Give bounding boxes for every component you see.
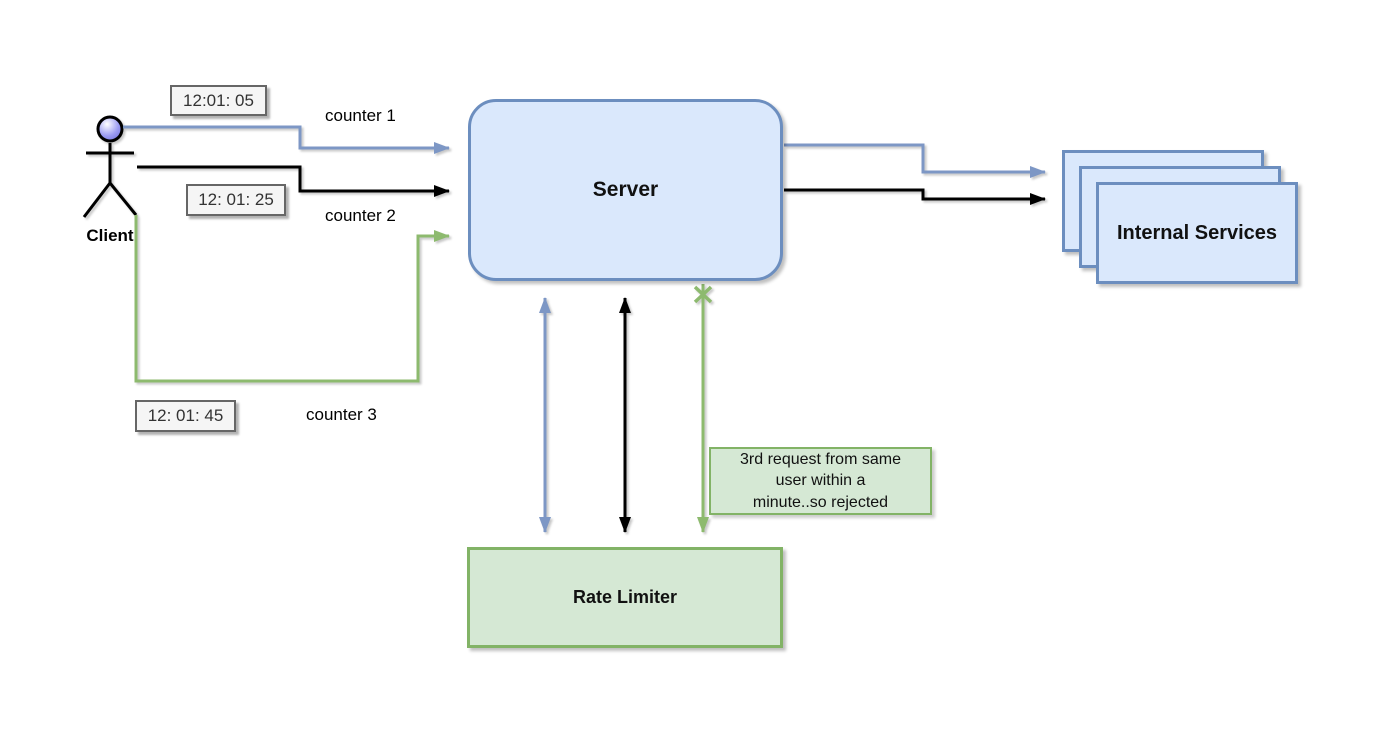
request-arrow-counter-1 <box>123 125 450 154</box>
server-node: Server <box>468 99 783 281</box>
timestamp-request-1: 12:01: 05 <box>170 85 267 116</box>
timestamp-request-3: 12: 01: 45 <box>135 400 236 432</box>
edge-label-counter-2: counter 2 <box>325 206 396 225</box>
internal-services-node: Internal Services <box>1096 182 1298 284</box>
request-arrow-counter-3 <box>134 215 450 383</box>
timestamp-text: 12:01: 05 <box>183 90 254 110</box>
rejection-note-text: 3rd request from same user within a minu… <box>740 450 901 511</box>
client-label: Client <box>86 226 134 245</box>
edge-label-counter-1: counter 1 <box>325 106 396 125</box>
internal-services-label: Internal Services <box>1116 222 1278 244</box>
rejected-x-icon <box>693 285 713 304</box>
rate-limiter-node: Rate Limiter <box>467 547 783 648</box>
server-label: Server <box>592 178 659 201</box>
client-actor-icon <box>82 115 138 218</box>
rejection-note: 3rd request from same user within a minu… <box>709 447 932 515</box>
server-to-services-arrow-black <box>784 188 1046 205</box>
timestamp-text: 12: 01: 45 <box>147 406 224 425</box>
timestamp-request-2: 12: 01: 25 <box>186 184 286 216</box>
server-to-services-arrow-blue <box>784 143 1046 178</box>
edge-label-counter-3: counter 3 <box>306 405 377 424</box>
timestamp-text: 12: 01: 25 <box>198 190 274 209</box>
rate-limiter-label: Rate Limiter <box>572 587 678 607</box>
request-arrow-counter-2 <box>137 165 450 197</box>
